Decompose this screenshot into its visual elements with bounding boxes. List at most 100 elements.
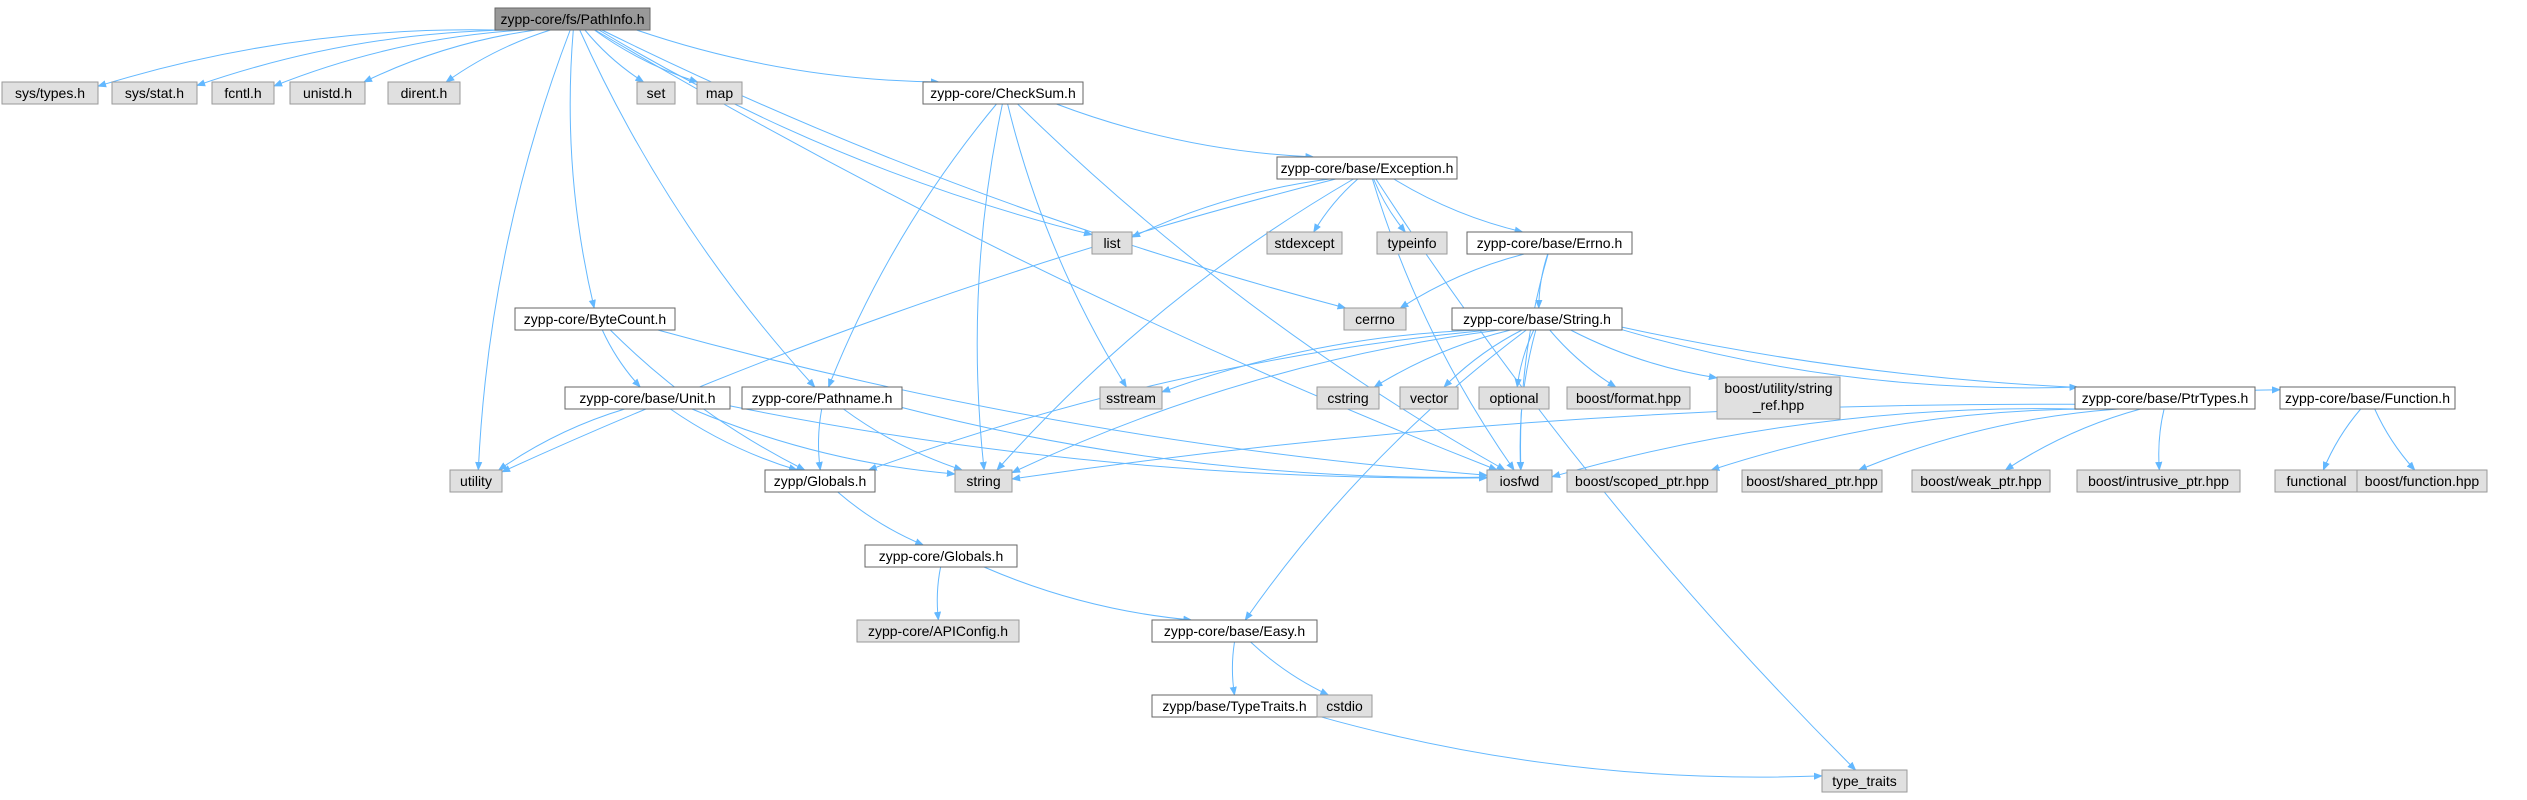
- node-sysstat-box: [111, 81, 198, 105]
- node-functional-label: functional: [2287, 473, 2347, 489]
- node-optional: optional: [1478, 386, 1550, 410]
- node-weakptr-label: boost/weak_ptr.hpp: [1920, 473, 2042, 489]
- node-map-box: [696, 81, 743, 105]
- node-cstring: cstring: [1316, 386, 1380, 410]
- node-iosfwd-label: iosfwd: [1500, 473, 1540, 489]
- node-typeinfo: typeinfo: [1376, 231, 1448, 255]
- edge-function-to-functional: [2322, 408, 2362, 471]
- node-intrusiveptr-box: [2076, 469, 2241, 493]
- node-iosfwd: iosfwd: [1486, 469, 1553, 493]
- node-string_h[interactable]: zypp-core/base/String.h: [1451, 307, 1623, 331]
- edge-exception-to-utility: [501, 178, 1336, 473]
- edge-ptrtypes-to-string: [1011, 403, 2076, 482]
- node-sysstat-label: sys/stat.h: [125, 85, 184, 101]
- node-sstream-label: sstream: [1106, 390, 1156, 406]
- node-exception-box: [1276, 156, 1458, 180]
- node-intrusiveptr-label: boost/intrusive_ptr.hpp: [2088, 473, 2229, 489]
- node-scopedptr-box: [1566, 469, 1718, 493]
- edge-exception-to-typeinfo: [1373, 178, 1406, 233]
- node-coreglobals[interactable]: zypp-core/Globals.h: [864, 544, 1018, 568]
- edge-root-to-fcntl: [273, 29, 524, 87]
- node-fcntl-box: [211, 81, 275, 105]
- node-typeinfo-label: typeinfo: [1387, 235, 1436, 251]
- node-pathname-box: [741, 386, 903, 410]
- node-vector-box: [1399, 386, 1459, 410]
- node-utility: utility: [449, 469, 503, 493]
- node-bytecount-box: [514, 307, 676, 331]
- edge-root-to-sysstat: [196, 29, 511, 87]
- edge-bytecount-to-iosfwd: [657, 329, 1488, 479]
- node-fcntl-label: fcntl.h: [224, 85, 261, 101]
- node-unit[interactable]: zypp-core/base/Unit.h: [564, 386, 731, 410]
- node-systypes-label: sys/types.h: [15, 85, 85, 101]
- node-intrusiveptr: boost/intrusive_ptr.hpp: [2076, 469, 2241, 493]
- node-ptrtypes-label: zypp-core/base/PtrTypes.h: [2082, 390, 2249, 406]
- node-boostutil: boost/utility/string_ref.hpp: [1716, 376, 1841, 420]
- node-root[interactable]: zypp-core/fs/PathInfo.h: [494, 7, 651, 31]
- node-sstream-box: [1099, 386, 1163, 410]
- node-fcntl: fcntl.h: [211, 81, 275, 105]
- node-exception[interactable]: zypp-core/base/Exception.h: [1276, 156, 1458, 180]
- node-bytecount[interactable]: zypp-core/ByteCount.h: [514, 307, 676, 331]
- node-root-label: zypp-core/fs/PathInfo.h: [501, 11, 645, 27]
- edge-string_h-to-sstream: [1161, 329, 1481, 393]
- node-ptrtypes[interactable]: zypp-core/base/PtrTypes.h: [2074, 386, 2256, 410]
- edge-checksum-to-sstream: [1007, 103, 1127, 388]
- edge-zyppglobals-to-coreglobals: [837, 491, 925, 546]
- edge-pathname-to-string: [843, 408, 963, 471]
- node-string_h-label: zypp-core/base/String.h: [1463, 311, 1611, 327]
- edge-root-to-cerrno: [601, 29, 1347, 310]
- node-function-label: zypp-core/base/Function.h: [2285, 390, 2450, 406]
- node-pathname[interactable]: zypp-core/Pathname.h: [741, 386, 903, 410]
- node-pathname-label: zypp-core/Pathname.h: [752, 390, 893, 406]
- node-typetraits_h[interactable]: zypp/base/TypeTraits.h: [1151, 694, 1318, 718]
- node-errno-label: zypp-core/base/Errno.h: [1477, 235, 1623, 251]
- node-stdexcept-box: [1266, 231, 1343, 255]
- node-set: set: [636, 81, 676, 105]
- edge-bytecount-to-unit: [601, 329, 641, 388]
- edge-root-to-unistd: [363, 29, 537, 83]
- node-unit-label: zypp-core/base/Unit.h: [579, 390, 715, 406]
- node-type_traits-box: [1821, 769, 1908, 793]
- node-systypes: sys/types.h: [1, 81, 99, 105]
- node-checksum[interactable]: zypp-core/CheckSum.h: [922, 81, 1084, 105]
- node-unistd-box: [289, 81, 366, 105]
- node-easy[interactable]: zypp-core/base/Easy.h: [1151, 619, 1318, 643]
- edge-checksum-to-exception: [1056, 103, 1315, 161]
- node-easy-box: [1151, 619, 1318, 643]
- node-boostfunction: boost/function.hpp: [2356, 469, 2488, 493]
- node-optional-box: [1478, 386, 1550, 410]
- node-boostformat-label: boost/format.hpp: [1576, 390, 1681, 406]
- edge-root-to-checksum: [636, 29, 940, 86]
- node-function[interactable]: zypp-core/base/Function.h: [2279, 386, 2456, 410]
- node-vector-label: vector: [1410, 390, 1448, 406]
- edge-unit-to-utility: [497, 408, 625, 471]
- node-utility-box: [449, 469, 503, 493]
- node-map-label: map: [706, 85, 733, 101]
- node-typeinfo-box: [1376, 231, 1448, 255]
- edge-easy-to-cstdio: [1250, 641, 1330, 696]
- node-boostutil-box: [1716, 376, 1841, 420]
- edge-string_h-to-cstring: [1373, 329, 1511, 388]
- node-cstdio-box: [1316, 694, 1373, 718]
- node-apiconfig: zypp-core/APIConfig.h: [856, 619, 1020, 643]
- node-sharedptr: boost/shared_ptr.hpp: [1741, 469, 1883, 493]
- edge-errno-to-iosfwd: [1517, 253, 1549, 471]
- edges-layer: [97, 29, 2416, 780]
- node-errno[interactable]: zypp-core/base/Errno.h: [1466, 231, 1633, 255]
- node-string-label: string: [966, 473, 1000, 489]
- edge-string_h-to-zyppglobals: [867, 329, 1489, 471]
- node-zyppglobals[interactable]: zypp/Globals.h: [764, 469, 876, 493]
- node-dirent: dirent.h: [387, 81, 461, 105]
- edge-pathname-to-zyppglobals: [815, 408, 823, 471]
- node-boostformat-box: [1566, 386, 1691, 410]
- edge-string_h-to-vector: [1443, 329, 1523, 388]
- edge-unit-to-iosfwd: [729, 405, 1488, 482]
- edge-pathname-to-iosfwd: [901, 407, 1488, 481]
- node-easy-label: zypp-core/base/Easy.h: [1164, 623, 1305, 639]
- edge-unit-to-zyppglobals: [670, 408, 798, 472]
- edge-checksum-to-string: [976, 103, 1003, 471]
- edge-root-to-bytecount: [569, 29, 596, 309]
- node-sharedptr-box: [1741, 469, 1883, 493]
- edge-exception-to-stdexcept: [1313, 178, 1359, 233]
